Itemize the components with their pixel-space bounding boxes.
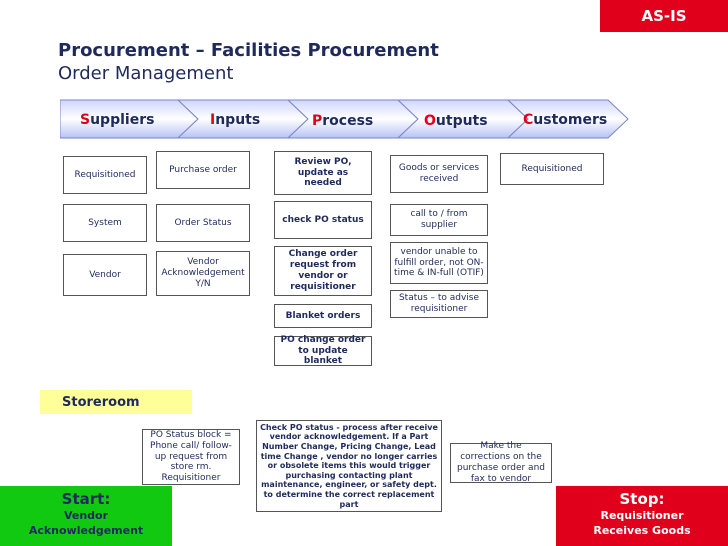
output-box: call to / from supplier xyxy=(390,204,488,236)
stop-line1: Requisitioner xyxy=(600,509,684,522)
start-line2: Acknowledgement xyxy=(28,524,144,538)
sipoc-chevron-bar: Suppliers Inputs Process Outputs Custome… xyxy=(60,99,629,139)
stage-inputs: Inputs xyxy=(210,112,260,128)
output-box: Goods or services received xyxy=(390,155,488,193)
process-box: Change order request from vendor or requ… xyxy=(274,246,372,296)
supplier-box: System xyxy=(63,204,147,242)
storeroom-label: Storeroom xyxy=(40,390,192,414)
storeroom-check-box: Check PO status - process after receive … xyxy=(256,420,442,512)
input-box: Order Status xyxy=(156,204,250,242)
input-box: Purchase order xyxy=(156,151,250,189)
storeroom-correction-box: Make the corrections on the purchase ord… xyxy=(450,441,552,484)
as-is-badge: AS-IS xyxy=(600,0,728,32)
process-box: Review PO, update as needed xyxy=(274,151,372,195)
page-subtitle: Order Management xyxy=(58,63,234,84)
stage-suppliers: Suppliers xyxy=(80,112,154,128)
supplier-box: Vendor xyxy=(63,254,147,296)
input-box: Vendor Acknowledgement Y/N xyxy=(156,251,250,296)
process-box: Blanket orders xyxy=(274,304,372,328)
chevron-customers xyxy=(506,99,629,139)
stop-block: Stop: Requisitioner Receives Goods xyxy=(556,486,728,546)
stage-customers: Customers xyxy=(523,112,607,128)
stage-process: Process xyxy=(312,113,373,129)
page-title: Procurement – Facilities Procurement xyxy=(58,40,439,61)
start-line1: Vendor xyxy=(63,509,109,522)
customer-box: Requisitioned xyxy=(500,153,604,185)
start-block: Start: Vendor Acknowledgement xyxy=(0,486,172,546)
process-box: PO change order to update blanket xyxy=(274,335,372,366)
process-box: check PO status xyxy=(274,201,372,239)
start-label: Start: xyxy=(61,490,111,508)
supplier-box: Requisitioned xyxy=(63,156,147,194)
output-box: vendor unable to fulfill order, not ON-t… xyxy=(390,242,488,284)
output-box: Status – to advise requisitioner xyxy=(390,290,488,318)
stage-outputs: Outputs xyxy=(424,113,488,129)
stop-label: Stop: xyxy=(619,490,665,508)
stop-line2: Receives Goods xyxy=(593,524,691,538)
storeroom-status-box: PO Status block = Phone call/ follow-up … xyxy=(142,429,240,485)
